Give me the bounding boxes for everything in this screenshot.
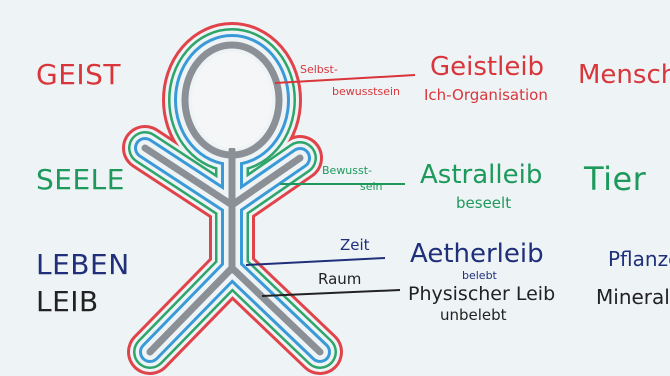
body-beseelt: beseelt (456, 194, 511, 212)
annotation-sein: sein (360, 181, 383, 193)
body-unbelebt: unbelebt (440, 306, 507, 324)
kingdom-pflanze: Pflanze (608, 247, 670, 271)
kingdom-tier: Tier (584, 160, 646, 198)
kingdom-mineral: Mineral (596, 285, 670, 309)
label-geist: GEIST (36, 58, 121, 91)
annotation-raum: Raum (318, 270, 361, 288)
body-physischer-leib: Physischer Leib (408, 283, 555, 305)
line-zeit (246, 258, 385, 265)
stick-figure (145, 45, 320, 352)
annotation-bewusst: Bewusst- (322, 165, 372, 177)
label-leben: LEBEN (36, 248, 130, 281)
annotation-zeit: Zeit (340, 236, 370, 254)
body-belebt: belebt (462, 270, 497, 282)
annotation-selbst: Selbst- (300, 64, 338, 76)
body-aetherleib: Aetherleib (410, 239, 544, 269)
kingdom-mensch: Mensch (578, 60, 670, 90)
annotation-bewusstsein: bewusstsein (332, 86, 400, 98)
body-ich-organisation: Ich-Organisation (424, 86, 548, 104)
body-geistleib: Geistleib (430, 52, 544, 82)
label-leib: LEIB (36, 285, 99, 318)
label-seele: SEELE (36, 163, 125, 196)
body-astralleib: Astralleib (420, 160, 542, 190)
